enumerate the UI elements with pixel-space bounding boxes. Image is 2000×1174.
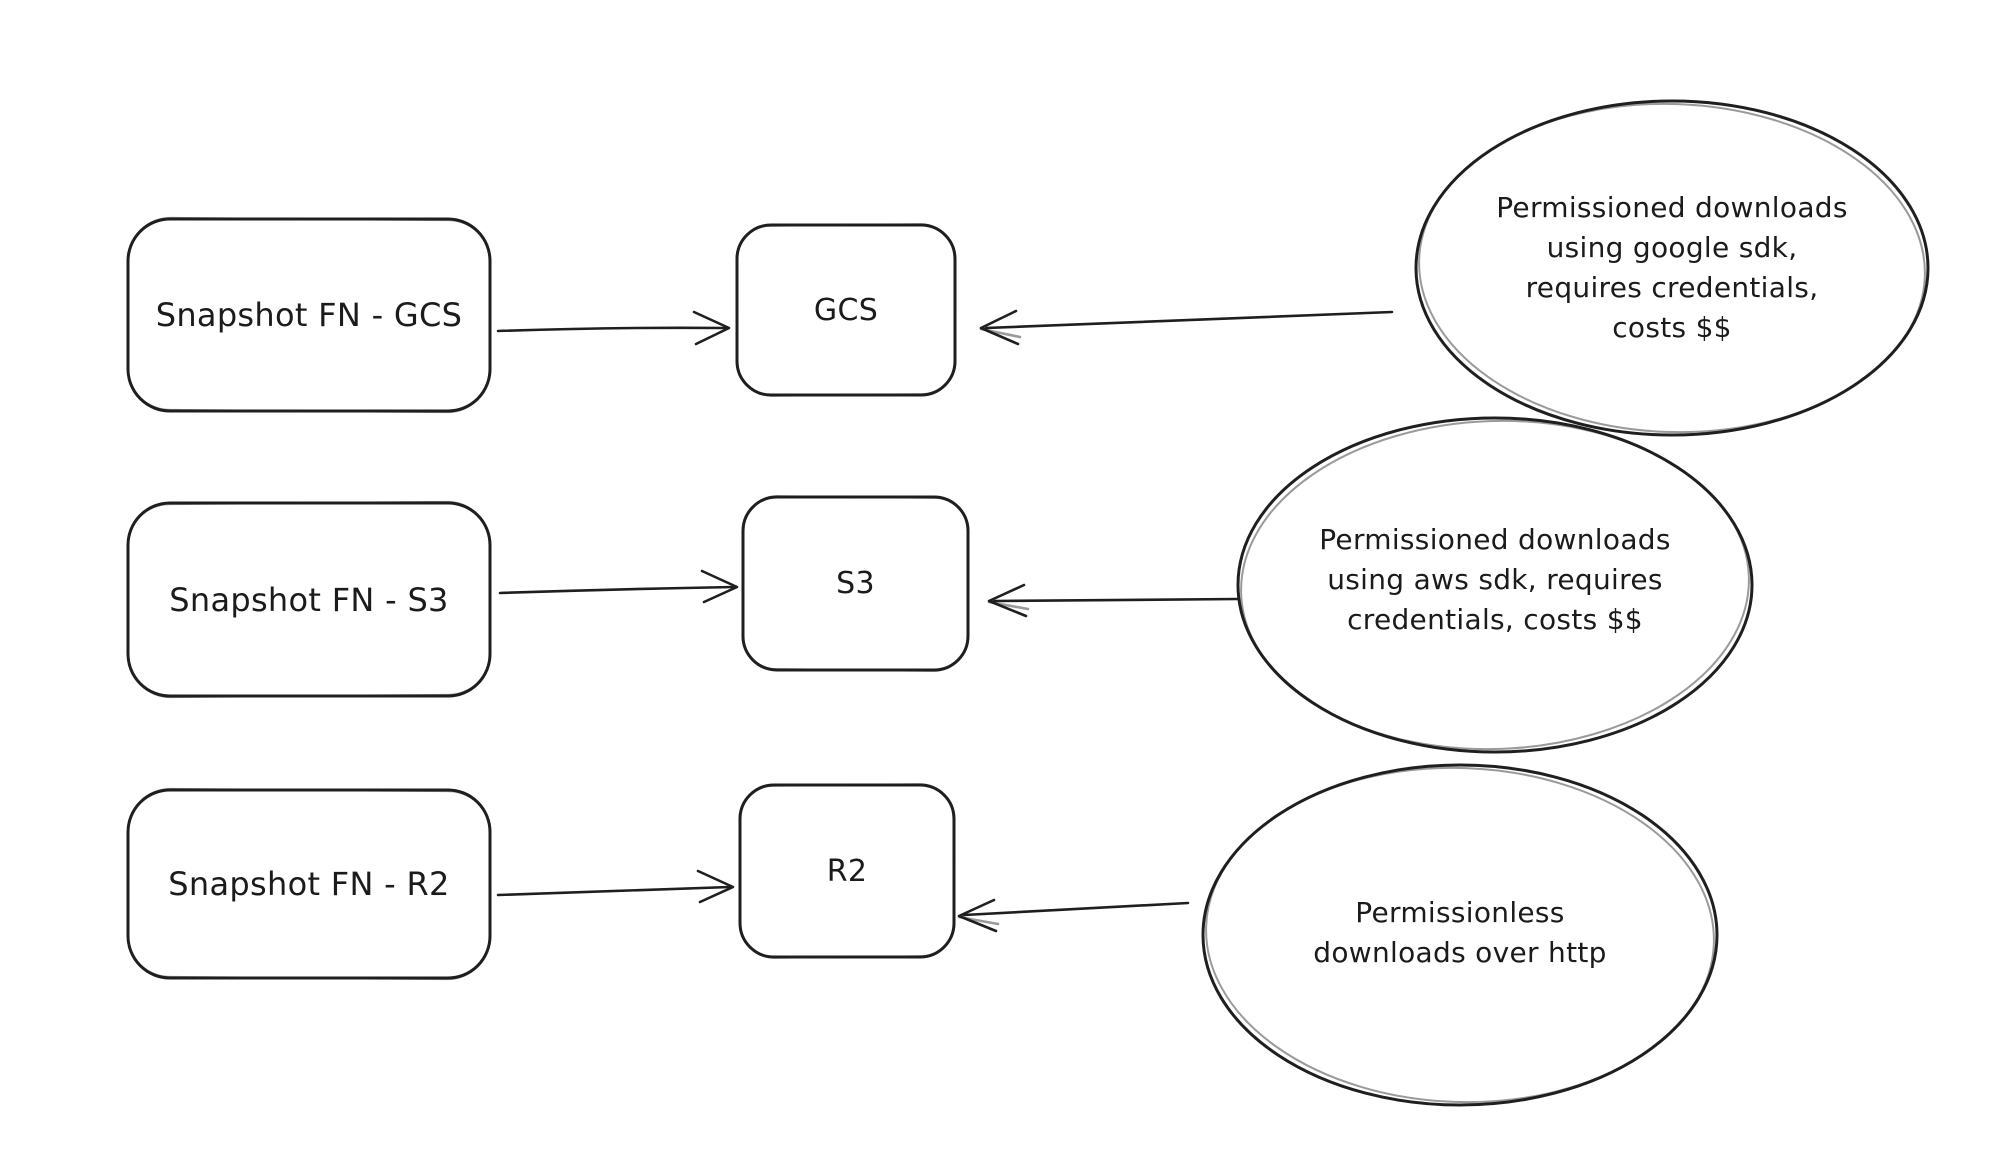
note-line: credentials, costs $$ [1347, 603, 1643, 636]
arrow-note-to-r2-head-sketch [957, 915, 1000, 926]
arrow-source-to-r2 [496, 885, 732, 897]
storage-node-s3-shape [741, 495, 970, 672]
note-ellipse-r2-sketch [1205, 766, 1715, 1104]
storage-node-r2-sketch [738, 783, 956, 959]
storage-node-gcs-label: GCS [813, 292, 879, 328]
storage-node-r2-label: R2 [826, 853, 868, 889]
arrow-note-to-s3-head-sketch [987, 600, 1030, 611]
arrow-note-to-gcs-head-icon [979, 309, 1020, 346]
source-node-s3-sketch [126, 500, 492, 699]
note-line: using aws sdk, requires [1327, 563, 1663, 596]
row-s3-shapes [126, 416, 1754, 754]
storage-node-s3-label: S3 [836, 566, 875, 601]
source-node-r2-label: Snapshot FN - R2 [168, 865, 450, 903]
storage-node-gcs-sketch [735, 223, 957, 397]
source-node-s3-shape [126, 501, 492, 698]
source-node-r2-shape [126, 788, 492, 980]
note-r2-text: Permissionless downloads over http [1230, 823, 1690, 1043]
arrow-note-to-gcs [984, 310, 1394, 330]
note-s3-text: Permissioned downloads using aws sdk, re… [1265, 470, 1725, 690]
row-gcs-shapes [126, 99, 1930, 437]
arrow-source-to-gcs [496, 326, 728, 333]
note-line: Permissioned downloads [1496, 191, 1848, 224]
source-node-gcs-sketch [126, 216, 492, 414]
arrow-note-to-gcs-head-sketch [979, 327, 1022, 339]
note-line: Permissionless [1355, 896, 1565, 929]
note-line: downloads over http [1313, 936, 1607, 969]
arrow-source-to-r2-head-icon [696, 869, 735, 904]
arrow-source-to-s3-head-icon [700, 569, 739, 604]
note-ellipse-gcs-shape [1414, 99, 1930, 437]
storage-node-r2-shape [738, 783, 956, 959]
arrow-note-to-s3-head-icon [987, 583, 1028, 618]
note-line: requires credentials, [1525, 271, 1819, 304]
note-line: using google sdk, [1546, 231, 1798, 264]
source-node-gcs-shape [126, 217, 492, 413]
note-gcs-text: Permissioned downloads using google sdk,… [1442, 158, 1902, 378]
arrow-note-to-r2 [962, 901, 1190, 917]
row-r2-shapes [126, 763, 1719, 1107]
arrow-source-to-gcs-head-icon [692, 310, 731, 346]
storage-node-gcs-shape [735, 223, 957, 397]
arrow-source-to-s3 [498, 585, 736, 595]
source-node-r2-sketch [126, 787, 492, 981]
note-line: Permissioned downloads [1319, 523, 1671, 556]
note-ellipse-s3-sketch [1240, 419, 1750, 751]
arrow-note-to-s3 [992, 597, 1240, 603]
storage-node-s3-sketch [741, 495, 970, 672]
note-line: costs $$ [1612, 311, 1732, 344]
note-ellipse-r2-shape [1201, 763, 1719, 1107]
note-ellipse-s3-shape [1236, 416, 1754, 754]
source-node-s3-label: Snapshot FN - S3 [169, 580, 449, 619]
arrow-note-to-r2-head-icon [957, 898, 998, 933]
note-ellipse-gcs-sketch [1418, 102, 1926, 434]
source-node-gcs-label: Snapshot FN - GCS [155, 296, 463, 334]
